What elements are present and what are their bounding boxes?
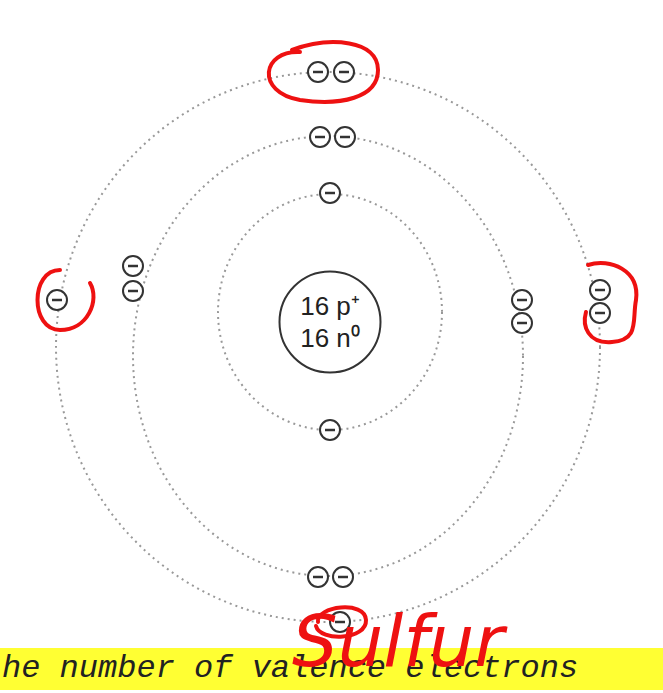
electron: [310, 127, 330, 147]
electron: [123, 281, 143, 301]
minus-sign: [52, 299, 62, 302]
electron: [320, 183, 340, 203]
electron: [590, 303, 610, 323]
minus-sign: [128, 290, 138, 293]
electron: [308, 62, 328, 82]
minus-sign: [325, 429, 335, 432]
minus-sign: [128, 265, 138, 268]
electron-shells: [56, 72, 600, 622]
nucleus: 16 p⁺16 n⁰: [278, 270, 382, 374]
minus-sign: [315, 136, 325, 139]
electron: [335, 127, 355, 147]
electron: [47, 290, 67, 310]
minus-sign: [595, 289, 605, 292]
minus-sign: [340, 136, 350, 139]
handwritten-label: Sulfur: [292, 598, 504, 684]
minus-sign: [338, 576, 348, 579]
nucleus-count: 16 n⁰: [300, 322, 360, 355]
nucleus-count: 16 p⁺: [300, 290, 360, 323]
electron: [512, 313, 532, 333]
electron: [333, 567, 353, 587]
minus-sign: [325, 192, 335, 195]
minus-sign: [313, 576, 323, 579]
nucleus-outline: [278, 270, 382, 374]
electron: [590, 280, 610, 300]
electron: [308, 567, 328, 587]
minus-sign: [517, 299, 527, 302]
electron: [320, 420, 340, 440]
electron: [512, 290, 532, 310]
minus-sign: [517, 322, 527, 325]
electron: [334, 62, 354, 82]
minus-sign: [595, 312, 605, 315]
red-annotations: [38, 42, 637, 636]
electrons: [47, 62, 610, 632]
minus-sign: [313, 71, 323, 74]
electron: [123, 256, 143, 276]
minus-sign: [339, 71, 349, 74]
